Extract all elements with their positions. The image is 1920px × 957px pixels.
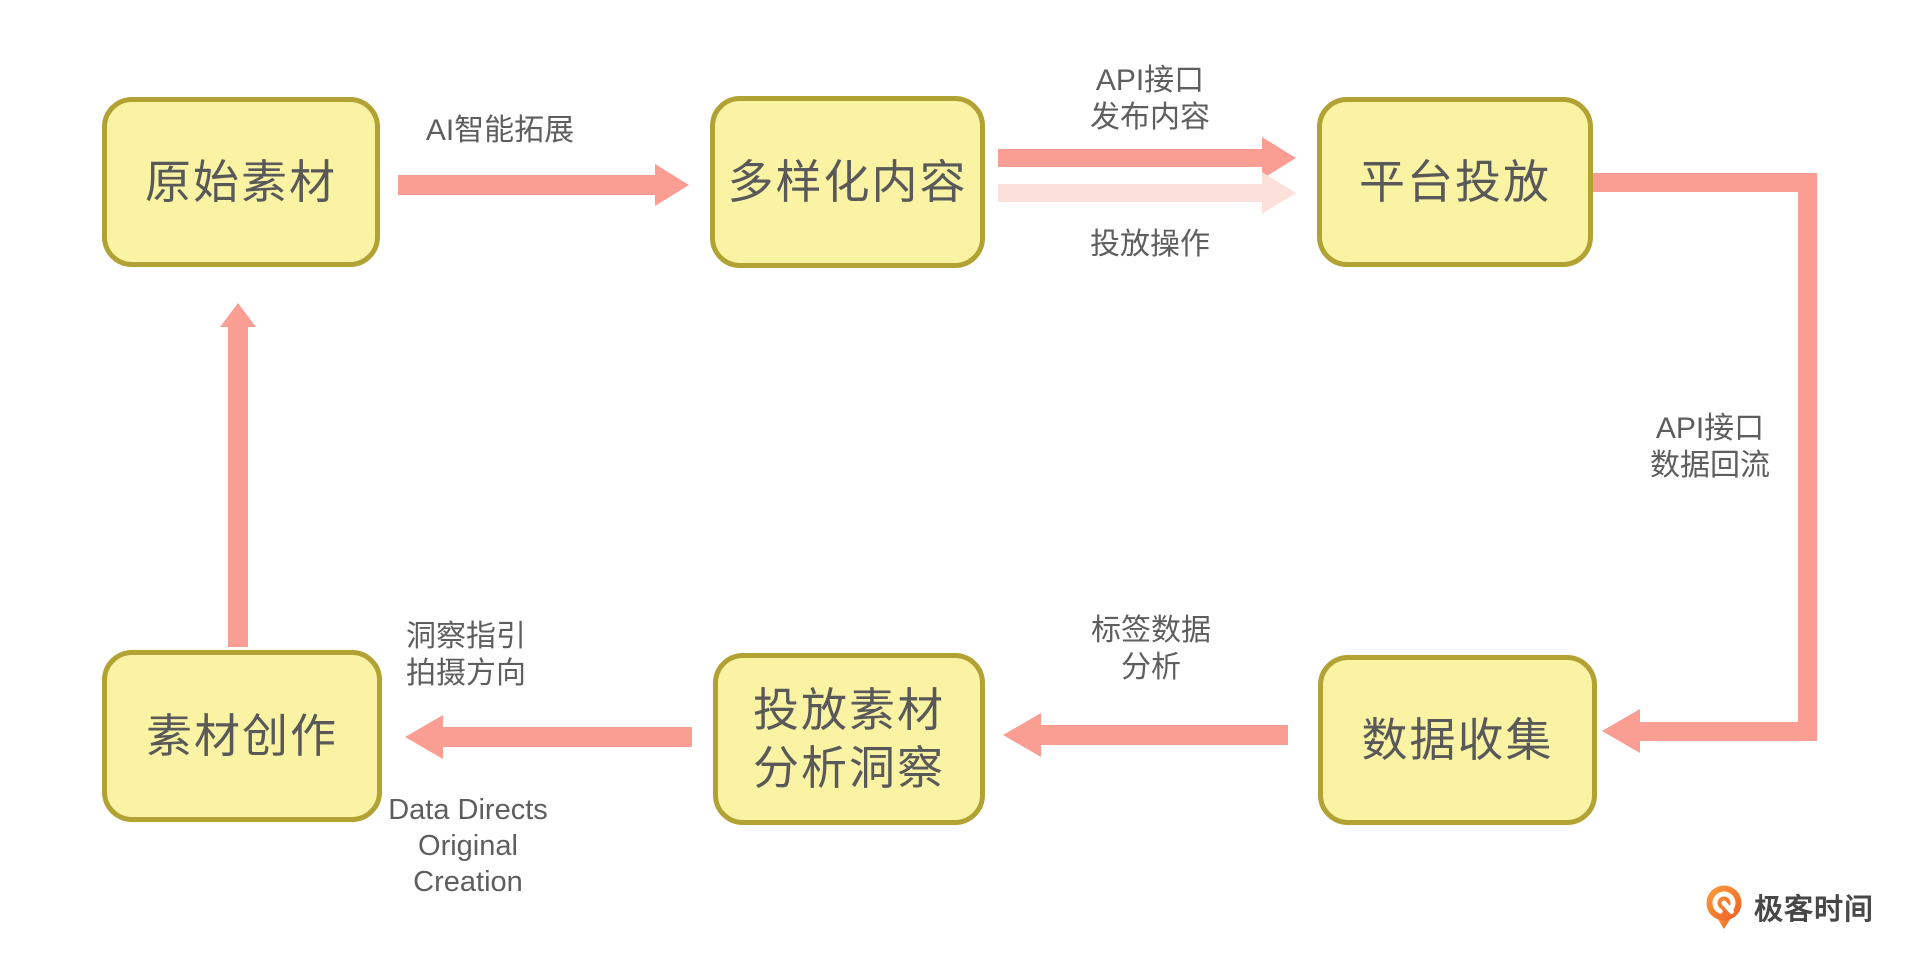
arrowhead-right-faded-icon [1262,172,1296,214]
edge-api-data-return-bottom-segment [1640,722,1817,741]
node-diversified-content-label: 多样化内容 [727,156,968,208]
node-material-creation: 素材创作 [102,650,382,822]
edge-tag-data-analysis-label: 标签数据 分析 [1091,614,1211,684]
edge-creation-to-original-shaft [228,325,248,647]
edge-insight-guides-label: 洞察指引 拍摄方向 [406,620,526,690]
edge-ai-expand-label: AI智能拓展 [425,114,575,147]
edge-api-data-return-vertical-segment [1798,173,1817,741]
edge-api-publish-label: API接口 发布内容 [1090,64,1210,134]
edge-delivery-ops-shaft [998,184,1262,202]
arrowhead-left-icon [1602,709,1640,753]
node-diversified-content: 多样化内容 [710,96,985,268]
node-delivery-material-insight-line1: 投放素材 [753,684,945,736]
arrowhead-right-icon [655,164,689,206]
node-material-creation-label: 素材创作 [146,710,338,762]
edge-api-publish-shaft [998,149,1262,167]
node-platform-delivery: 平台投放 [1317,97,1593,267]
node-delivery-material-insight: 投放素材 分析洞察 [713,653,985,825]
edge-tag-data-analysis-shaft [1041,725,1288,745]
node-original-material-label: 原始素材 [145,156,337,208]
arrowhead-left-icon [1003,713,1041,757]
node-data-collection: 数据收集 [1318,655,1597,825]
node-original-material: 原始素材 [102,97,380,267]
edge-api-data-return-label: API接口 数据回流 [1650,412,1770,482]
geektime-logo: 极客时间 [1703,884,1874,930]
arrowhead-up-icon [220,303,256,327]
edge-api-data-return-top-segment [1593,173,1817,192]
geektime-logo-text: 极客时间 [1754,894,1875,926]
node-data-collection-label: 数据收集 [1361,714,1554,766]
node-platform-delivery-label: 平台投放 [1359,156,1551,208]
arrowhead-left-icon [405,715,443,759]
edge-ai-expand-shaft [398,175,655,195]
edge-data-directs-label: Data Directs Original Creation [388,794,548,898]
geektime-logo-icon [1706,885,1742,929]
edge-insight-guides-shaft [443,727,692,747]
node-delivery-material-insight-line2: 分析洞察 [753,742,945,794]
edge-delivery-ops-label: 投放操作 [1090,228,1210,261]
